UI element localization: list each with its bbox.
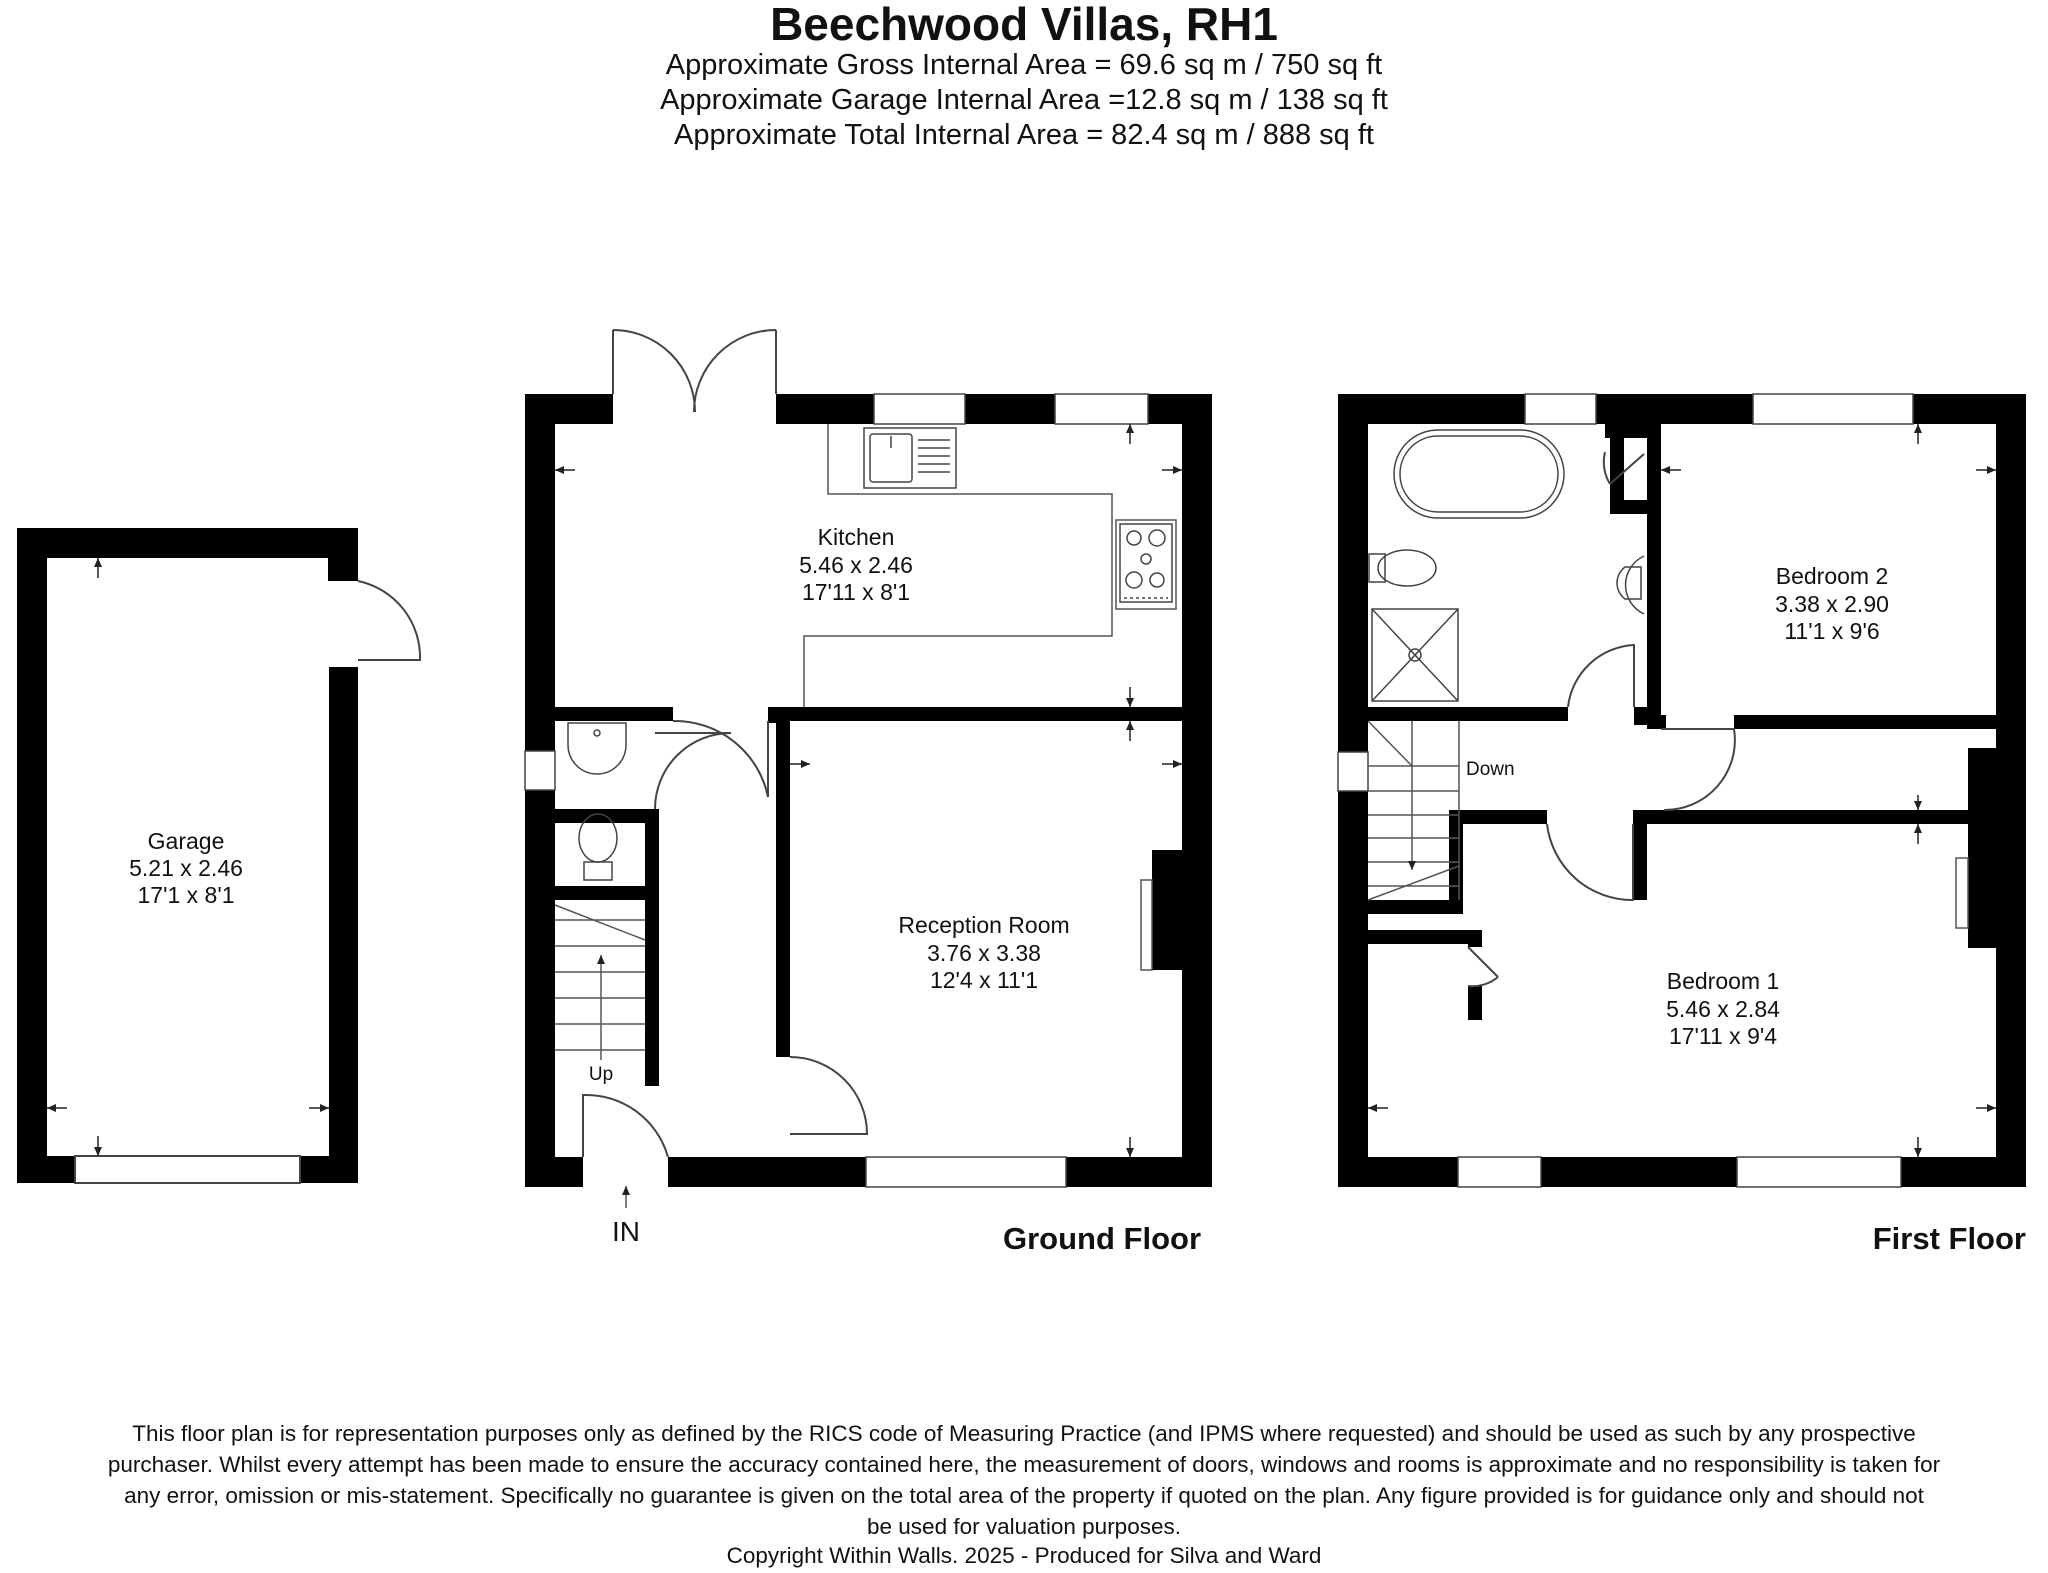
bedroom2-name: Bedroom 2	[1776, 563, 1889, 589]
bathroom-door-swing	[1567, 643, 1635, 708]
disclaimer: This floor plan is for representation pu…	[10, 1418, 2038, 1542]
kitchen-worktop	[803, 424, 1113, 707]
plan-title: Beechwood Villas, RH1	[770, 0, 1278, 50]
first-floor-dimension-arrows	[1368, 424, 1996, 1157]
bedroom1-metric: 5.46 x 2.84	[1666, 996, 1780, 1022]
fireplace-hearth	[1140, 879, 1153, 971]
copyright: Copyright Within Walls. 2025 - Produced …	[726, 1543, 1322, 1568]
stairs-up	[554, 904, 646, 1060]
garage-area-text: Approximate Garage Internal Area =12.8 s…	[660, 84, 1388, 116]
bedroom2-door-swing	[1661, 728, 1736, 812]
stairs-down-label: Down	[1466, 759, 1515, 780]
entrance-label: IN	[612, 1216, 640, 1247]
bathroom-window	[1524, 393, 1597, 425]
garage-side-door-swing	[357, 580, 422, 661]
bedroom1-window	[1457, 1156, 1542, 1188]
stairs-up-label: Up	[589, 1064, 613, 1085]
reception-imperial: 12'4 x 11'1	[930, 967, 1038, 993]
total-area-text: Approximate Total Internal Area = 82.4 s…	[674, 119, 1374, 151]
bedroom2-imperial: 11'1 x 9'6	[1784, 618, 1879, 644]
kitchen-door-swing	[672, 719, 769, 798]
bathroom-basin-icon	[1616, 555, 1645, 615]
bedroom1-door-swing	[1546, 823, 1634, 902]
reception-name: Reception Room	[898, 912, 1069, 938]
disclaimer-line: any error, omission or mis-statement. Sp…	[124, 1483, 1924, 1508]
french-doors	[612, 329, 777, 413]
bathroom-toilet-icon	[1368, 549, 1437, 587]
cupboard-door-swing	[1467, 946, 1499, 988]
disclaimer-line: This floor plan is for representation pu…	[132, 1421, 1916, 1446]
reception-window	[865, 1156, 1067, 1188]
bedroom1-name: Bedroom 1	[1667, 968, 1780, 994]
dimension-arrows	[555, 424, 1182, 1157]
reception-metric: 3.76 x 3.38	[927, 940, 1041, 966]
garage-door	[74, 1155, 301, 1184]
gross-area-text: Approximate Gross Internal Area = 69.6 s…	[665, 49, 1383, 81]
hob-icon	[1119, 523, 1173, 603]
floor-plan-drawing: Garage 5.21 x 2.46 17'1 x 8'1	[17, 329, 2026, 1256]
garage-plan: Garage 5.21 x 2.46 17'1 x 8'1	[17, 528, 422, 1184]
ground-floor-plan: Up IN Kitchen 5.46 x 2.46 17'11 x 8'1 Re…	[524, 329, 1212, 1256]
garage-imperial: 17'1 x 8'1	[137, 882, 234, 908]
disclaimer-line: purchaser. Whilst every attempt has been…	[107, 1452, 1941, 1477]
landing-window	[1337, 751, 1369, 792]
disclaimer-line: be used for valuation purposes.	[867, 1514, 1181, 1539]
entrance-door-swing	[582, 1093, 669, 1158]
basin-icon	[567, 722, 627, 775]
kitchen-window-2	[1054, 393, 1149, 425]
garage-name: Garage	[148, 828, 225, 854]
shower-icon	[1371, 608, 1459, 702]
first-floor-label: First Floor	[1873, 1221, 2026, 1256]
toilet-icon	[578, 813, 618, 881]
first-floor-plan: Down Bedroom 2 3.38 x 2.90 11'1 x 9'6 Be…	[1337, 393, 2026, 1256]
reception-door-swing	[789, 1056, 869, 1135]
bedroom1-imperial: 17'11 x 9'4	[1669, 1023, 1777, 1049]
airing-cupboard-door-swing	[1602, 451, 1645, 485]
garage-metric: 5.21 x 2.46	[129, 855, 243, 881]
first-floor-walls	[1338, 394, 2026, 1187]
bedroom1-window-2	[1736, 1156, 1902, 1188]
bedroom2-window	[1752, 393, 1914, 425]
bedroom2-metric: 3.38 x 2.90	[1775, 591, 1889, 617]
bedroom1-fireplace	[1955, 857, 1969, 929]
ground-floor-label: Ground Floor	[1003, 1221, 1201, 1256]
kitchen-name: Kitchen	[818, 524, 895, 550]
kitchen-window	[873, 393, 966, 425]
ground-floor-walls	[525, 394, 1212, 1187]
kitchen-metric: 5.46 x 2.46	[799, 552, 913, 578]
stairs-down	[1367, 720, 1460, 901]
sink-icon	[863, 427, 957, 489]
wc-window	[524, 750, 556, 791]
kitchen-imperial: 17'11 x 8'1	[802, 579, 910, 605]
wc-door-swing	[654, 732, 732, 810]
bath-icon	[1393, 429, 1565, 519]
